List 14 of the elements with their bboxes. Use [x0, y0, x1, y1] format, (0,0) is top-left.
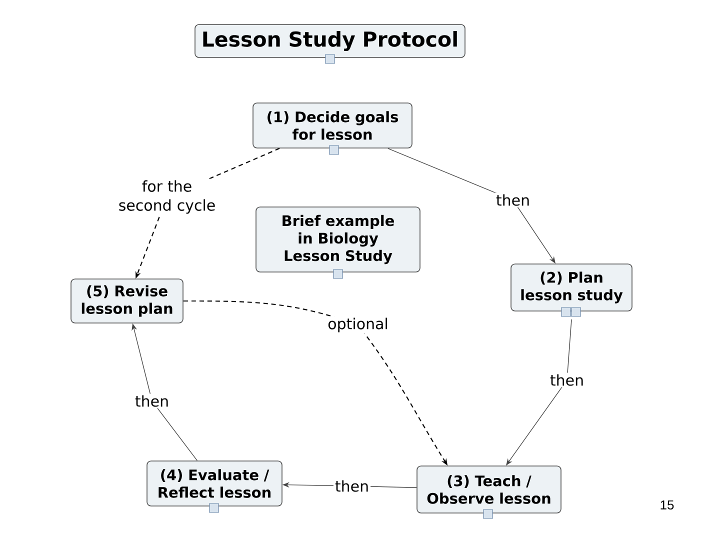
- edge-label: for the second cycle: [114, 178, 220, 216]
- concept-box: (4) Evaluate / Reflect lesson: [146, 460, 282, 506]
- concept-box: Brief example in Biology Lesson Study: [256, 206, 420, 272]
- edge-label: then: [133, 394, 171, 408]
- edge-label: then: [548, 372, 586, 388]
- concept-box: (3) Teach / Observe lesson: [416, 466, 562, 514]
- page-number: 15: [660, 500, 674, 510]
- edge-label: then: [333, 478, 371, 494]
- concept-box: (1) Decide goals for lesson: [252, 102, 412, 148]
- concept-box: (5) Revise lesson plan: [70, 278, 184, 324]
- edge-label: then: [494, 192, 532, 208]
- title-box: Lesson Study Protocol: [194, 24, 466, 58]
- concept-box: (2) Plan lesson study: [510, 264, 632, 312]
- edge-label: optional: [326, 316, 390, 334]
